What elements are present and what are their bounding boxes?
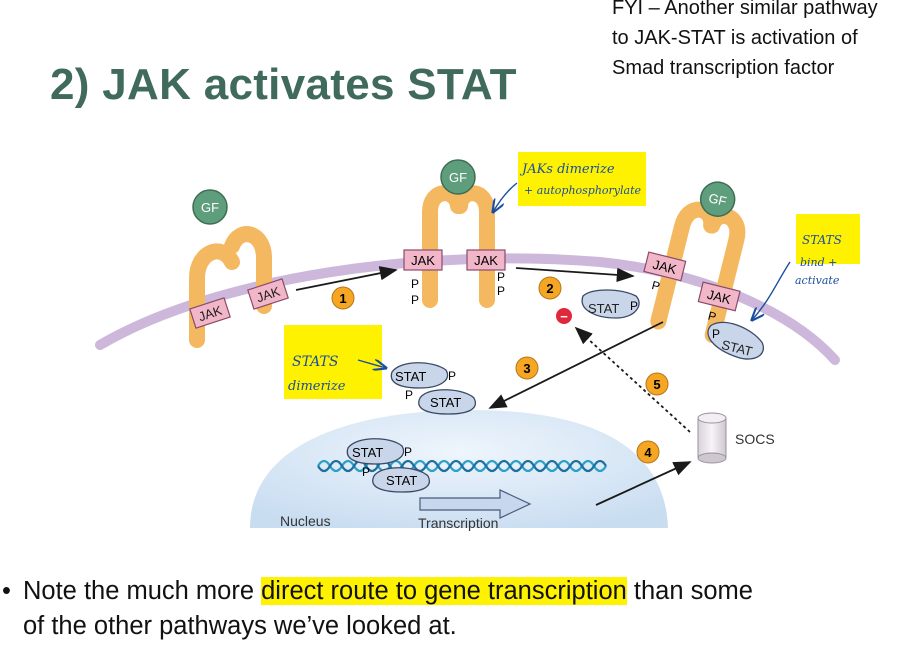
- fyi-line-1: FYI – Another similar pathway: [612, 0, 878, 19]
- bullet-text-highlighted: direct route to gene transcription: [261, 577, 627, 605]
- bullet-text-after: than some: [626, 577, 753, 605]
- phospho-dna-top: P: [404, 445, 412, 459]
- step-label-5: 5: [653, 377, 660, 392]
- stat-dna-label-bottom: STAT: [386, 473, 417, 488]
- phospho-2a: P: [411, 277, 419, 291]
- cell-membrane: [95, 253, 840, 365]
- note-jaks-highlight: [518, 152, 646, 206]
- stat-dimer-label-top: STAT: [395, 369, 426, 384]
- note-stats-dimerize-line2: dimerize: [288, 379, 346, 394]
- note-stats-bind-line1: STATS: [802, 233, 842, 247]
- note-stats-bind-highlight: [796, 214, 860, 264]
- bullet-text-before: Note the much more: [23, 577, 262, 605]
- bullet-line-2: of the other pathways we’ve looked at.: [23, 612, 457, 640]
- phospho-dimer-top: P: [448, 369, 456, 383]
- fyi-line-3: Smad transcription factor: [612, 57, 835, 79]
- jak-box-3a: [643, 251, 687, 282]
- phospho-approaching: P: [630, 299, 638, 313]
- fyi-line-2: to JAK-STAT is activation of: [612, 27, 858, 49]
- note-stats-bind-pointer: [752, 261, 791, 320]
- gf-label-2: GF: [449, 170, 467, 185]
- arrow-step-4: [595, 461, 692, 506]
- phospho-3b: P: [707, 309, 718, 325]
- jak-box-2a: [403, 249, 443, 271]
- stat-approaching: [581, 289, 640, 319]
- step-label-2: 2: [546, 281, 553, 296]
- phospho-dimer-bottom: P: [405, 388, 413, 402]
- jak-box-1a: [189, 297, 231, 329]
- phospho-bound: P: [712, 327, 720, 341]
- fyi-note: FYI – Another similar pathway to JAK-STA…: [612, 0, 916, 83]
- jak-label-3b: JAK: [706, 287, 733, 307]
- gf-label-3: GF: [707, 190, 728, 209]
- note-jaks-pointer: [493, 182, 518, 212]
- bullet-line-1: Note the much more direct route to gene …: [23, 574, 753, 609]
- socs-cylinder: [697, 412, 727, 464]
- stat-dna-label-top: STAT: [352, 445, 383, 460]
- phospho-2d: P: [497, 284, 505, 298]
- phospho-2b: P: [411, 293, 419, 307]
- step-label-4: 4: [644, 445, 652, 460]
- note-stats-dimerize-pointer: [357, 360, 386, 368]
- growth-factor-3: [699, 181, 736, 217]
- note-stats-bind-line3: activate: [795, 274, 840, 287]
- arrow-step-2: [515, 267, 635, 283]
- nucleus-label: Nucleus: [280, 513, 331, 529]
- receptor-pair-dimerized: GF JAK JAK P P P P: [403, 159, 506, 308]
- phospho-2c: P: [497, 270, 505, 284]
- jak-box-3b: [697, 281, 741, 312]
- stat-dimer-dna: STAT P STAT P: [346, 438, 430, 493]
- dna-helix: [317, 459, 607, 473]
- transcription-label: Transcription: [418, 515, 498, 531]
- receptor-pair-active: GF JAK JAK P P: [643, 181, 746, 343]
- stat-dimer-label-bottom: STAT: [430, 395, 461, 410]
- note-stats-dimerize-line1: STATS: [292, 354, 338, 370]
- stat-bound-label: STAT: [720, 337, 754, 359]
- receptor-pair-inactive: GF JAK JAK: [189, 189, 289, 348]
- jak-box-1b: [247, 278, 289, 310]
- note-jaks-line1: JAKs dimerize: [519, 162, 615, 177]
- jak-label-1b: JAK: [254, 284, 282, 306]
- step-label-3: 3: [523, 361, 530, 376]
- growth-factor-2: [440, 159, 476, 195]
- step-marker-5: [645, 372, 669, 396]
- gf-label-1: GF: [201, 200, 219, 215]
- jak-label-2a: JAK: [411, 253, 435, 268]
- arrow-step-1: [295, 266, 398, 291]
- stat-bound: [707, 321, 764, 360]
- socs-label: SOCS: [735, 431, 775, 447]
- jak-label-1a: JAK: [196, 303, 224, 325]
- step-marker-4: [636, 440, 660, 464]
- growth-factor-1: [192, 189, 228, 225]
- stat-approaching-label: STAT: [588, 301, 619, 316]
- stat-dimer-cytoplasm: STAT P STAT P: [390, 362, 476, 415]
- step-marker-1: [331, 286, 355, 310]
- arrow-step-3: [488, 321, 664, 409]
- phospho-3a: P: [650, 278, 661, 294]
- jak-box-2b: [466, 249, 506, 271]
- arrow-step-5: [574, 326, 691, 433]
- phospho-dna-bottom: P: [362, 465, 370, 479]
- transcription-arrow: [419, 489, 532, 519]
- jak-label-2b: JAK: [474, 253, 498, 268]
- inhibit-marker: [556, 308, 572, 324]
- inhibit-symbol: −: [560, 309, 568, 324]
- jak-label-3a: JAK: [651, 257, 678, 277]
- bullet-marker: •: [2, 577, 11, 605]
- note-jaks-line2: + autophosphorylate: [524, 184, 642, 197]
- step-label-1: 1: [339, 291, 346, 306]
- note-stats-bind-line2: bind +: [800, 256, 837, 269]
- step-marker-3: [515, 356, 539, 380]
- slide-title: 2) JAK activates STAT: [50, 60, 517, 109]
- step-marker-2: [538, 276, 562, 300]
